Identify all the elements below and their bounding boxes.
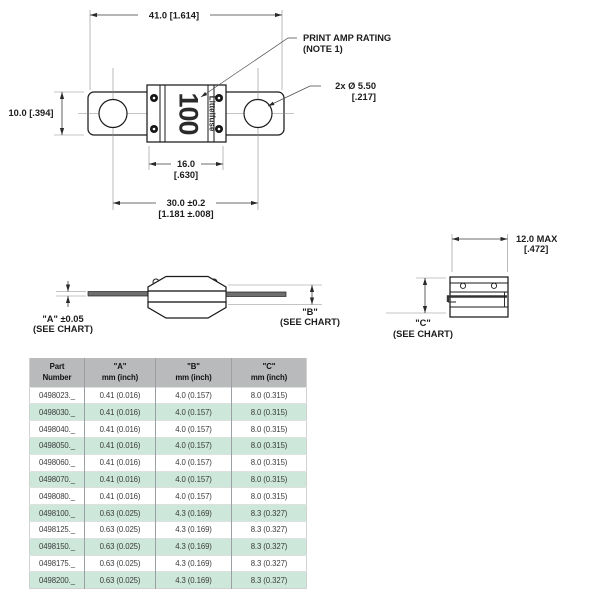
side-view: "A" ±0.05 (SEE CHART) "B" (SEE CHART) <box>33 275 340 334</box>
label-dim-a-see-chart: (SEE CHART) <box>33 324 93 334</box>
cell-part: 0498080._ <box>29 487 85 505</box>
table-row: 0498175._0.63 (0.025)4.3 (0.169)8.3 (0.3… <box>29 554 307 572</box>
dim-end-width: 12.0 MAX <box>516 234 558 244</box>
dim-hole-spacing-inch: [1.181 ±.008] <box>158 209 213 219</box>
cell-b: 4.0 (0.157) <box>155 470 232 488</box>
cell-a: 0.63 (0.025) <box>84 504 156 522</box>
cell-a: 0.63 (0.025) <box>84 571 156 589</box>
cell-a: 0.41 (0.016) <box>84 487 156 505</box>
cell-part: 0498175._ <box>29 554 85 572</box>
end-view: 12.0 MAX [.472] "C" (SEE CHART) <box>386 234 558 339</box>
cell-c: 8.3 (0.327) <box>231 571 307 589</box>
cell-c: 8.3 (0.327) <box>231 520 307 539</box>
table-row: 0498080._0.41 (0.016)4.0 (0.157)8.0 (0.3… <box>29 487 307 505</box>
cell-a: 0.63 (0.025) <box>84 554 156 572</box>
cell-b: 4.3 (0.169) <box>155 504 232 522</box>
table-row: 0498060._0.41 (0.016)4.0 (0.157)8.0 (0.3… <box>29 453 307 472</box>
cell-part: 0498100._ <box>29 504 85 522</box>
terminal-right <box>225 291 287 297</box>
table-row: 0498040._0.41 (0.016)4.0 (0.157)8.0 (0.3… <box>29 420 307 438</box>
cell-c: 8.0 (0.315) <box>231 436 307 455</box>
dim-height: 10.0 [.394] <box>9 108 54 118</box>
table-row: 0498070._0.41 (0.016)4.0 (0.157)8.0 (0.3… <box>29 470 307 488</box>
cell-b: 4.0 (0.157) <box>155 420 232 438</box>
cell-part: 0498030._ <box>29 403 85 421</box>
cell-a: 0.63 (0.025) <box>84 520 156 539</box>
label-dim-a: "A" ±0.05 <box>42 314 83 324</box>
terminal-left <box>87 291 149 297</box>
table-row: 0498200._0.63 (0.025)4.3 (0.169)8.3 (0.3… <box>29 571 307 589</box>
dim-hole-spacing: 30.0 ±0.2 <box>167 198 206 208</box>
cell-b: 4.0 (0.157) <box>155 487 232 505</box>
label-dim-b-see-chart: (SEE CHART) <box>280 317 340 327</box>
dim-end-width-inch: [.472] <box>524 244 548 254</box>
cell-b: 4.3 (0.169) <box>155 537 232 556</box>
cell-a: 0.41 (0.016) <box>84 453 156 472</box>
dim-overall-length: 41.0 [1.614] <box>149 11 199 21</box>
label-dim-b: "B" <box>302 307 318 317</box>
cell-part: 0498040._ <box>29 420 85 438</box>
table-row: 0498050._0.41 (0.016)4.0 (0.157)8.0 (0.3… <box>29 436 307 455</box>
cell-part: 0498070._ <box>29 470 85 488</box>
cell-a: 0.41 (0.016) <box>84 470 156 488</box>
cell-c: 8.3 (0.327) <box>231 537 307 556</box>
cell-part: 0498125._ <box>29 520 85 539</box>
cell-b: 4.0 (0.157) <box>155 453 232 472</box>
table-row: 0498030._0.41 (0.016)4.0 (0.157)8.0 (0.3… <box>29 403 307 421</box>
rivets <box>150 94 223 133</box>
callout-print-amp-rating: PRINT AMP RATING <box>303 33 391 43</box>
cell-a: 0.41 (0.016) <box>84 420 156 438</box>
table-row: 0498125._0.63 (0.025)4.3 (0.169)8.3 (0.3… <box>29 520 307 539</box>
mounting-hole-right <box>243 98 273 129</box>
cell-c: 8.0 (0.315) <box>231 420 307 438</box>
cell-c: 8.0 (0.315) <box>231 470 307 488</box>
callout-hole-diameter-inch: [.217] <box>352 92 376 102</box>
front-view: 41.0 [1.614] 100 Littelfuse PRINT AMP RA… <box>9 10 391 219</box>
dim-body-width: 16.0 <box>177 159 195 169</box>
cell-b: 4.0 (0.157) <box>155 403 232 421</box>
header-dim-b: "B"mm (inch) <box>155 358 232 388</box>
cell-a: 0.41 (0.016) <box>84 386 156 404</box>
cell-b: 4.0 (0.157) <box>155 386 232 404</box>
cell-b: 4.3 (0.169) <box>155 571 232 589</box>
table-row: 0498100._0.63 (0.025)4.3 (0.169)8.3 (0.3… <box>29 504 307 522</box>
label-dim-c-see-chart: (SEE CHART) <box>393 329 453 339</box>
cell-c: 8.3 (0.327) <box>231 554 307 572</box>
callout-note-1: (NOTE 1) <box>303 44 343 54</box>
table-row: 0498023._0.41 (0.016)4.0 (0.157)8.0 (0.3… <box>29 386 307 404</box>
cell-b: 4.3 (0.169) <box>155 554 232 572</box>
fuse-technical-drawing: 41.0 [1.614] 100 Littelfuse PRINT AMP RA… <box>9 10 558 339</box>
cell-part: 0498023._ <box>29 386 85 404</box>
cell-c: 8.3 (0.327) <box>231 504 307 522</box>
callout-hole-diameter: 2x Ø 5.50 <box>335 81 376 91</box>
cell-part: 0498200._ <box>29 571 85 589</box>
littelfuse-logo-text: Littelfuse <box>207 96 216 132</box>
cell-part: 0498060._ <box>29 453 85 472</box>
cell-c: 8.0 (0.315) <box>231 487 307 505</box>
cell-a: 0.41 (0.016) <box>84 403 156 421</box>
cell-c: 8.0 (0.315) <box>231 453 307 472</box>
mounting-hole-left <box>98 98 128 129</box>
cell-a: 0.41 (0.016) <box>84 436 156 455</box>
amp-rating-marking: 100 <box>173 92 203 134</box>
cell-c: 8.0 (0.315) <box>231 403 307 421</box>
cell-c: 8.0 (0.315) <box>231 386 307 404</box>
cell-b: 4.0 (0.157) <box>155 436 232 455</box>
cell-part: 0498050._ <box>29 436 85 455</box>
cell-part: 0498150._ <box>29 537 85 556</box>
cell-b: 4.3 (0.169) <box>155 520 232 539</box>
dim-body-width-inch: [.630] <box>174 170 198 180</box>
header-dim-a: "A"mm (inch) <box>84 358 156 388</box>
header-dim-c: "C"mm (inch) <box>231 358 307 388</box>
cell-a: 0.63 (0.025) <box>84 537 156 556</box>
label-dim-c: "C" <box>415 318 431 328</box>
table-row: 0498150._0.63 (0.025)4.3 (0.169)8.3 (0.3… <box>29 537 307 556</box>
